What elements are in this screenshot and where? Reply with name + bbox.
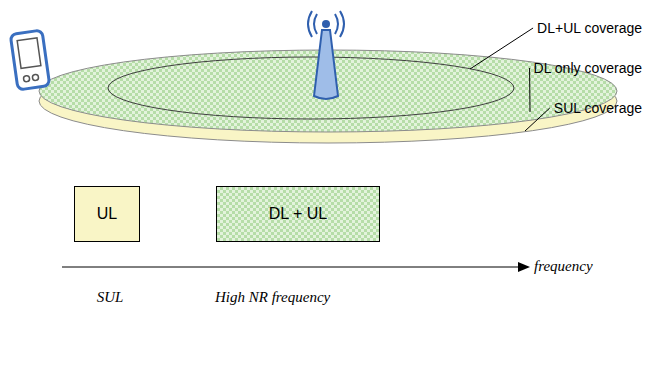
- coverage-label: SUL coverage: [554, 100, 642, 116]
- band-label: DL + UL: [269, 205, 328, 223]
- axis-label: frequency: [534, 258, 593, 275]
- phone-icon: [10, 30, 49, 90]
- band-label: UL: [97, 205, 117, 223]
- dlul-coverage-area: [108, 57, 514, 119]
- nr-band-box: DL + UL: [216, 186, 380, 242]
- band-name: SUL: [97, 289, 124, 306]
- sul-band-box: UL: [74, 186, 140, 242]
- coverage-label: DL+UL coverage: [537, 20, 642, 36]
- base-station: [308, 11, 344, 99]
- band-name: High NR frequency: [215, 289, 330, 306]
- leader-line: [529, 68, 530, 112]
- coverage-label: DL only coverage: [534, 60, 642, 76]
- axis-arrowhead: [518, 262, 530, 272]
- frequency-axis: [62, 267, 520, 268]
- leader-line: [525, 108, 550, 131]
- leader-line: [470, 28, 533, 69]
